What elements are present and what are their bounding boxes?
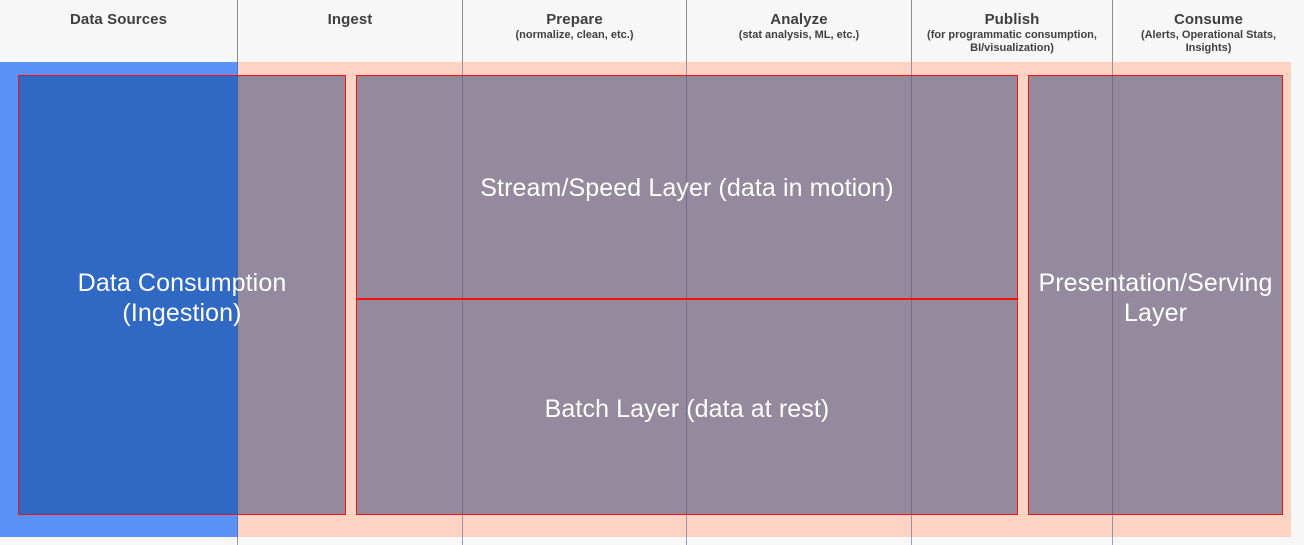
header-cell-ingest: Ingest (238, 0, 462, 62)
body-divider-2 (462, 62, 463, 545)
label-stream-speed-layer: Stream/Speed Layer (data in motion) (480, 174, 894, 202)
body-divider-4 (911, 62, 912, 545)
header-subtitle-publish: (for programmatic consumption, BI/visual… (927, 29, 1097, 54)
header-divider-5 (1112, 0, 1113, 62)
body-divider-3 (686, 62, 687, 545)
header-cell-prepare: Prepare (normalize, clean, etc.) (463, 0, 686, 62)
header-divider-1 (237, 0, 238, 62)
label-batch-layer: Batch Layer (data at rest) (544, 395, 830, 423)
stream-batch-divider (356, 298, 1018, 300)
stage-header-row: Data Sources Ingest Prepare (normalize, … (0, 0, 1304, 62)
header-title-prepare: Prepare (546, 11, 603, 28)
header-divider-3 (686, 0, 687, 62)
body-divider-5 (1112, 62, 1113, 545)
label-data-consumption: Data Consumption (Ingestion) (77, 269, 287, 327)
label-presentation-serving-layer: Presentation/Serving Layer (1038, 269, 1273, 327)
header-title-consume: Consume (1173, 11, 1244, 28)
header-title-ingest: Ingest (327, 11, 373, 28)
header-subtitle-consume: (Alerts, Operational Stats, Insights) (1140, 29, 1277, 54)
overlay-serving-layer (1028, 75, 1283, 515)
body-divider-1 (237, 62, 238, 545)
header-title-publish: Publish (984, 11, 1040, 28)
header-title-data-sources: Data Sources (69, 11, 168, 28)
header-title-analyze: Analyze (770, 11, 828, 28)
header-divider-2 (462, 0, 463, 62)
header-divider-4 (911, 0, 912, 62)
header-subtitle-prepare: (normalize, clean, etc.) (515, 29, 634, 41)
header-cell-publish: Publish (for programmatic consumption, B… (912, 0, 1112, 62)
header-cell-data-sources: Data Sources (0, 0, 237, 62)
overlay-processing-layers (356, 75, 1018, 515)
header-cell-analyze: Analyze (stat analysis, ML, etc.) (687, 0, 911, 62)
overlay-ingest-column (238, 75, 346, 515)
header-cell-consume: Consume (Alerts, Operational Stats, Insi… (1113, 0, 1304, 62)
header-subtitle-analyze: (stat analysis, ML, etc.) (738, 29, 860, 41)
